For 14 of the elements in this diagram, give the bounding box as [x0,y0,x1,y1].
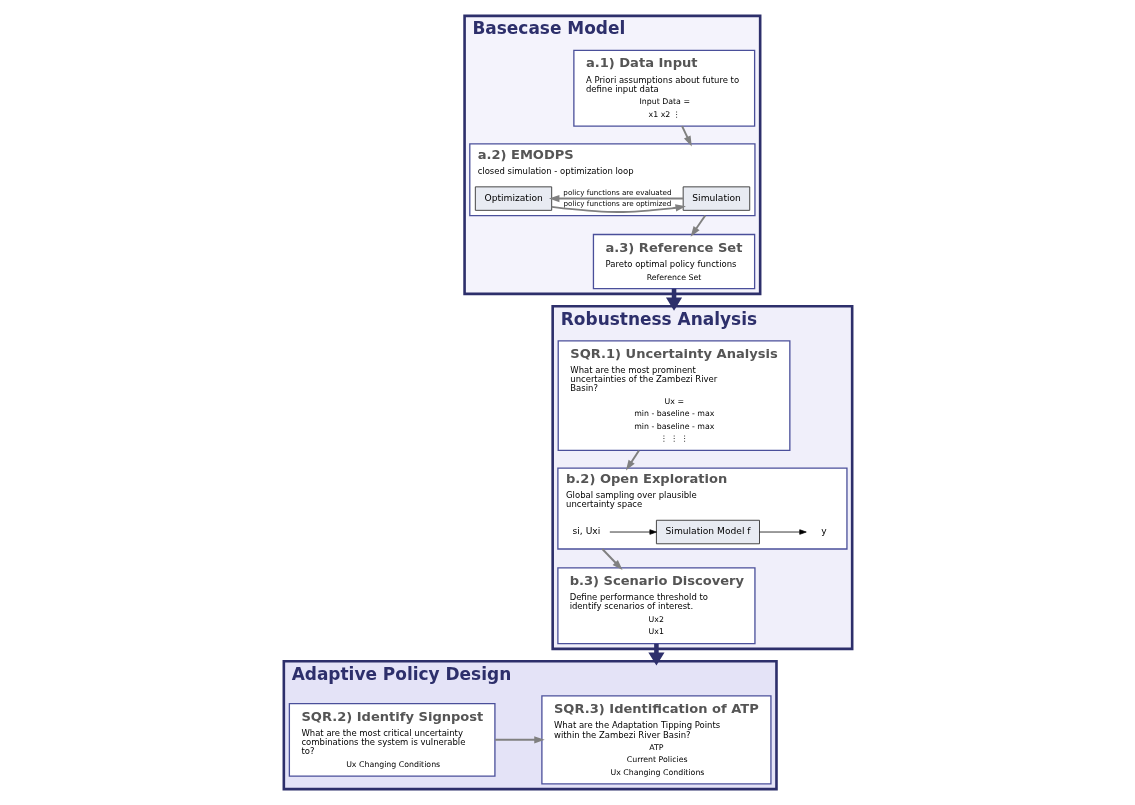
node-box: Simulation [682,186,750,211]
node-box: Simulation Model f [655,519,760,545]
arrow [680,125,692,147]
arrow [548,194,684,203]
node-text: y [820,526,827,537]
node-box: Optimization [474,186,552,211]
arrow [625,449,640,471]
arrow [758,529,807,535]
arrow [550,204,686,214]
arrow [690,214,706,237]
node-text: si, Uxi [572,526,600,537]
arrow [608,529,657,535]
arrow [493,736,545,744]
arrow [600,548,623,570]
